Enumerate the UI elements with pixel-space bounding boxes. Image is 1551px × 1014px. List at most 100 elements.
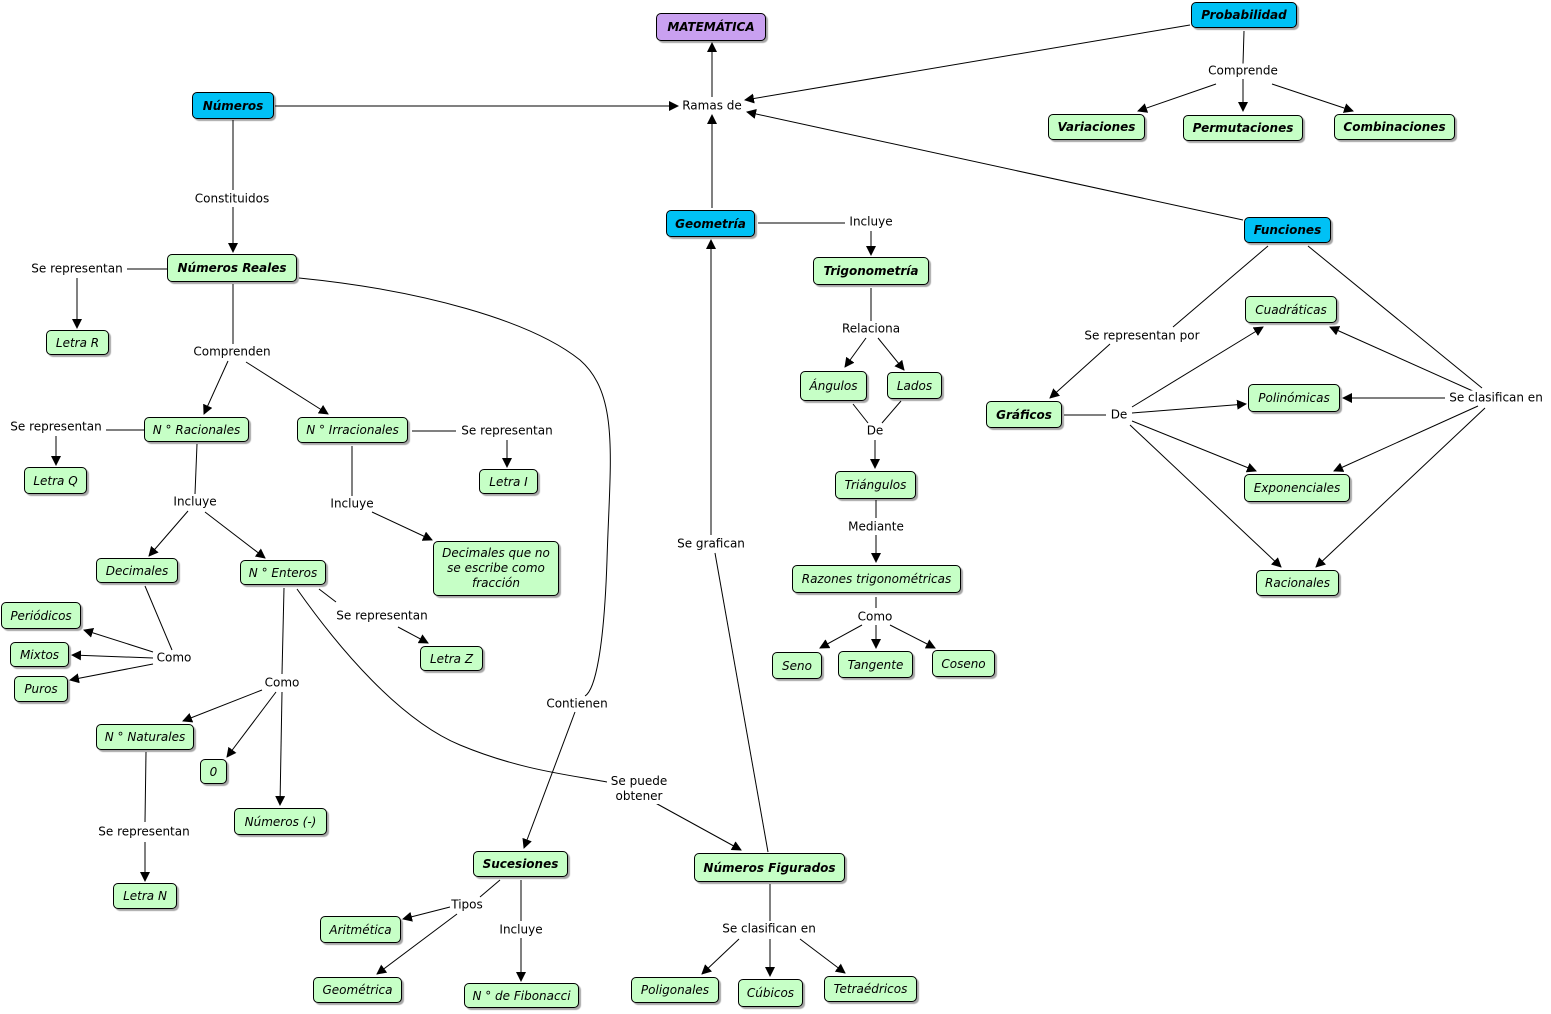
node-letra-z[interactable]: Letra Z xyxy=(420,646,483,671)
edge-seclasif-racionales xyxy=(1315,407,1486,568)
edge-como-naturales xyxy=(182,689,263,723)
node-coseno[interactable]: Coseno xyxy=(932,650,995,677)
node-polinomicas[interactable]: Polinómicas xyxy=(1248,384,1340,412)
label-tipos: Tipos xyxy=(450,897,484,913)
node-geometrica[interactable]: Geométrica xyxy=(313,977,402,1003)
label-incluye-racionales: Incluye xyxy=(172,494,218,510)
node-racionales[interactable]: Racionales xyxy=(1256,570,1339,596)
edge-tipos-geometrica xyxy=(376,913,458,975)
label-se-representan-irracionales: Se representan xyxy=(460,423,554,439)
node-decimales-no-fraccion[interactable]: Decimales que no se escribe como fracció… xyxy=(433,541,559,596)
node-n-racionales[interactable]: N ° Racionales xyxy=(144,417,249,442)
node-tetraedricos[interactable]: Tetraédricos xyxy=(824,976,917,1002)
label-se-clasifican-figurados: Se clasifican en xyxy=(721,921,817,937)
node-poligonales[interactable]: Poligonales xyxy=(631,977,719,1003)
edge-como-negativos xyxy=(275,691,286,806)
node-n-enteros[interactable]: N ° Enteros xyxy=(240,560,326,585)
node-letra-r[interactable]: Letra R xyxy=(46,330,109,355)
node-probabilidad[interactable]: Probabilidad xyxy=(1191,2,1297,28)
node-numeros-figurados[interactable]: Números Figurados xyxy=(694,853,845,882)
label-se-representan-reales: Se representan xyxy=(30,261,124,277)
node-n-naturales[interactable]: N ° Naturales xyxy=(96,724,194,750)
edge-relaciona-lados xyxy=(877,337,905,371)
node-decimales[interactable]: Decimales xyxy=(96,558,178,583)
node-letra-n[interactable]: Letra N xyxy=(113,883,177,909)
node-tangente[interactable]: Tangente xyxy=(838,651,913,678)
edge-sepuede-figurados xyxy=(649,799,742,851)
edge-incluye-enteros xyxy=(204,511,266,559)
node-cero[interactable]: 0 xyxy=(200,759,227,784)
label-constituidos: Constituidos xyxy=(193,191,271,207)
node-aritmetica[interactable]: Aritmética xyxy=(320,916,401,943)
label-comprende: Comprende xyxy=(1207,63,1279,79)
edge-funciones-seclasif xyxy=(1307,245,1483,389)
edge-decimales-como xyxy=(144,585,173,651)
edge-incluye-decnofrac xyxy=(371,511,433,541)
label-como-enteros: Como xyxy=(263,675,301,691)
label-relaciona: Relaciona xyxy=(840,321,902,337)
edge-incluye-decimales xyxy=(148,510,189,557)
node-exponenciales[interactable]: Exponenciales xyxy=(1244,474,1350,502)
node-graficos[interactable]: Gráficos xyxy=(986,401,1062,428)
edge-de-cuadraticas xyxy=(1131,326,1264,408)
label-como-razones: Como xyxy=(856,609,894,625)
edge-enteros-como xyxy=(281,587,285,675)
edge-probabilidad-ramas xyxy=(744,24,1191,104)
node-letra-q[interactable]: Letra Q xyxy=(24,467,87,494)
node-numeros-reales[interactable]: Números Reales xyxy=(167,254,297,282)
node-cuadraticas[interactable]: Cuadráticas xyxy=(1245,296,1337,323)
node-periodicos[interactable]: Periódicos xyxy=(1,602,81,629)
label-se-representan-racionales: Se representan xyxy=(9,419,103,435)
label-incluye-geometria: Incluye xyxy=(848,214,894,230)
node-seno[interactable]: Seno xyxy=(772,652,822,679)
node-angulos[interactable]: Ángulos xyxy=(800,371,867,401)
edge-como-periodicos xyxy=(83,627,154,653)
node-cubicos[interactable]: Cúbicos xyxy=(738,979,803,1007)
edge-como-seno xyxy=(819,624,863,649)
edge-como-coseno xyxy=(889,624,936,649)
label-incluye-irracionales: Incluye xyxy=(329,496,375,512)
node-razones-trigonometricas[interactable]: Razones trigonométricas xyxy=(792,565,961,593)
node-matematica[interactable]: MATEMÁTICA xyxy=(656,13,766,41)
edge-naturales-serep xyxy=(144,751,147,823)
edge-comprenden-irracionales xyxy=(245,361,329,415)
edge-funciones-ramas xyxy=(746,109,1244,221)
edge-de-polinomicas xyxy=(1131,399,1247,414)
node-lados[interactable]: Lados xyxy=(887,372,942,399)
label-se-representan-enteros: Se representan xyxy=(335,608,429,624)
node-numeros-negativos[interactable]: Números (-) xyxy=(234,808,327,835)
edge-comprende-combinaciones xyxy=(1271,83,1354,113)
node-combinaciones[interactable]: Combinaciones xyxy=(1334,114,1455,140)
edge-seclasif-poligonales xyxy=(701,938,740,975)
label-contienen: Contienen xyxy=(545,696,609,712)
edge-seclasif-tetraedricos xyxy=(799,938,846,974)
node-triangulos[interactable]: Triángulos xyxy=(835,471,916,499)
edge-serepor-graficos xyxy=(1049,343,1111,399)
node-sucesiones[interactable]: Sucesiones xyxy=(473,851,568,877)
node-mixtos[interactable]: Mixtos xyxy=(10,642,69,667)
node-geometria[interactable]: Geometría xyxy=(666,210,755,237)
node-n-irracionales[interactable]: N ° Irracionales xyxy=(297,417,408,443)
node-letra-i[interactable]: Letra I xyxy=(479,469,538,494)
label-se-puede-obtener: Se puede obtener xyxy=(607,774,671,804)
node-trigonometria[interactable]: Trigonometría xyxy=(813,257,929,285)
edge-seclasif-cuadraticas xyxy=(1329,326,1476,393)
edge-como-mixtos xyxy=(71,650,154,661)
label-se-clasifican-funciones: Se clasifican en xyxy=(1448,390,1544,406)
node-funciones[interactable]: Funciones xyxy=(1244,217,1331,243)
label-como-decimales: Como xyxy=(155,650,193,666)
edge-seclasif-exponenciales xyxy=(1333,405,1479,472)
label-incluye-sucesiones: Incluye xyxy=(498,922,544,938)
node-fibonacci[interactable]: N ° de Fibonacci xyxy=(464,983,579,1008)
label-se-representan-naturales: Se representan xyxy=(97,824,191,840)
label-se-grafican: Se grafican xyxy=(676,536,746,552)
node-permutaciones[interactable]: Permutaciones xyxy=(1183,115,1303,141)
node-variaciones[interactable]: Variaciones xyxy=(1048,114,1145,140)
label-se-representan-por: Se representan por xyxy=(1083,328,1201,344)
node-numeros[interactable]: Números xyxy=(192,92,274,119)
node-puros[interactable]: Puros xyxy=(14,676,68,702)
label-de-graficos: De xyxy=(1109,407,1129,423)
edge-enteros-sepuede xyxy=(296,588,608,783)
edge-funciones-serepor xyxy=(1172,245,1269,328)
